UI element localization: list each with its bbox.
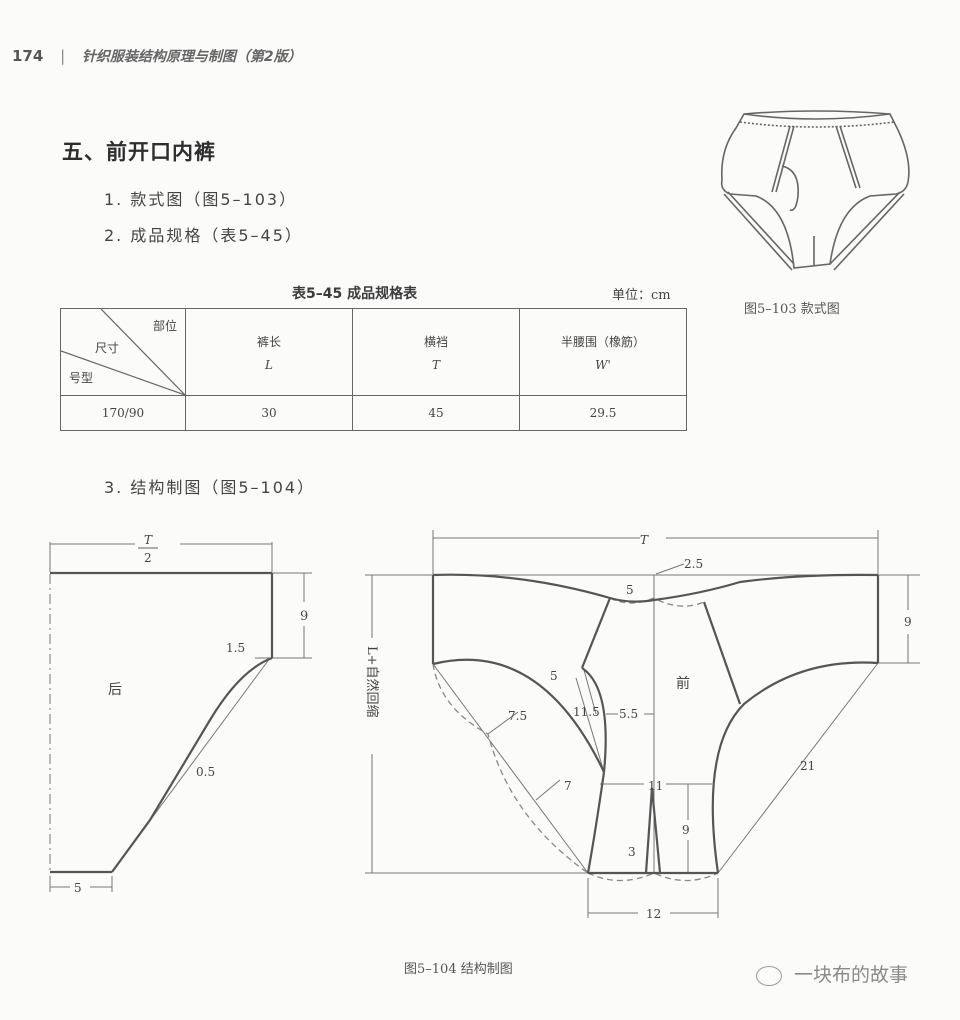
header-separator: | — [60, 47, 66, 65]
front-leg-line: 21 — [800, 759, 815, 773]
value-cell: 45 — [352, 395, 520, 431]
front-fly-curve: 7.5 — [508, 709, 527, 723]
column-symbol: T — [431, 357, 440, 372]
table-header-row: 部位 尺寸 号型 裤长 L 横裆 T 半腰围（橡筋） W' — [60, 308, 687, 396]
corner-middle: 尺寸 — [95, 341, 120, 355]
column-name: 半腰围（橡筋） — [560, 334, 645, 349]
front-label: 前 — [676, 675, 690, 692]
back-crotch-width: 5 — [74, 881, 82, 895]
watermark: 一块布的故事 — [756, 960, 908, 987]
corner-top: 部位 — [152, 319, 177, 333]
spec-table: 部位 尺寸 号型 裤长 L 横裆 T 半腰围（橡筋） W' 170/90 30 … — [60, 308, 687, 431]
page-number: 174 — [12, 47, 44, 65]
table-unit: 单位：cm — [612, 288, 671, 303]
column-name: 裤长 — [256, 334, 281, 349]
watermark-text: 一块布的故事 — [794, 964, 909, 986]
back-offset-2: 0.5 — [196, 765, 215, 779]
front-length-label: L+自然回缩 — [364, 646, 380, 718]
value-cell: 30 — [185, 395, 353, 431]
table-row: 170/90 30 45 29.5 — [60, 395, 687, 431]
table-caption: 表5–45 成品规格表 — [292, 286, 418, 302]
corner-diagonals — [61, 309, 185, 395]
item-style-drawing: 1. 款式图（图5–103） — [104, 190, 298, 209]
front-fly-top: 5 — [550, 669, 558, 683]
back-offset-1: 1.5 — [226, 641, 245, 655]
corner-bottom: 号型 — [69, 371, 94, 385]
item-spec: 2. 成品规格（表5–45） — [104, 226, 303, 245]
corner-cell: 部位 尺寸 号型 — [60, 308, 186, 396]
front-center-offset: 5.5 — [619, 707, 638, 721]
column-header: 横裆 T — [352, 308, 520, 396]
front-pattern-piece: T 2.5 5 9 L+自然回缩 5 7.5 11.5 5.5 7 11 9 3… — [364, 530, 920, 921]
back-label: 后 — [108, 682, 122, 698]
wechat-icon — [756, 965, 782, 986]
front-fly-length: 11.5 — [573, 705, 600, 719]
back-side-height: 9 — [300, 609, 308, 624]
pattern-figure-caption: 图5–104 结构制图 — [404, 962, 513, 977]
front-waist-seg: 5 — [626, 583, 634, 597]
front-slit-width: 3 — [628, 845, 636, 859]
style-drawing-briefs — [720, 110, 910, 271]
front-waist-drop: 2.5 — [684, 557, 703, 571]
section-title: 五、前开口内裤 — [62, 140, 216, 164]
item-pattern: 3. 结构制图（图5–104） — [104, 478, 316, 497]
front-side-height: 9 — [904, 615, 912, 629]
back-pattern-piece: T 2 9 1.5 0.5 5 后 — [49, 533, 312, 895]
style-figure-caption: 图5–103 款式图 — [744, 302, 840, 317]
front-slit-depth: 9 — [682, 823, 690, 837]
front-lower-curve: 7 — [564, 779, 572, 793]
front-total-width: T — [640, 533, 649, 547]
column-header: 半腰围（橡筋） W' — [519, 308, 687, 396]
back-width-denominator: 2 — [144, 551, 152, 565]
value-cell: 29.5 — [519, 395, 687, 431]
size-cell: 170/90 — [60, 395, 186, 431]
column-symbol: W' — [595, 357, 611, 372]
back-width-numerator: T — [144, 533, 153, 547]
column-header: 裤长 L — [185, 308, 353, 396]
front-crotch-width: 12 — [646, 907, 661, 921]
front-slit-height: 11 — [648, 779, 663, 793]
book-title: 针织服装结构原理与制图（第2版） — [81, 49, 302, 65]
column-name: 横裆 — [423, 334, 448, 349]
running-header: 174 | 针织服装结构原理与制图（第2版） — [12, 46, 302, 66]
column-symbol: L — [265, 357, 273, 372]
